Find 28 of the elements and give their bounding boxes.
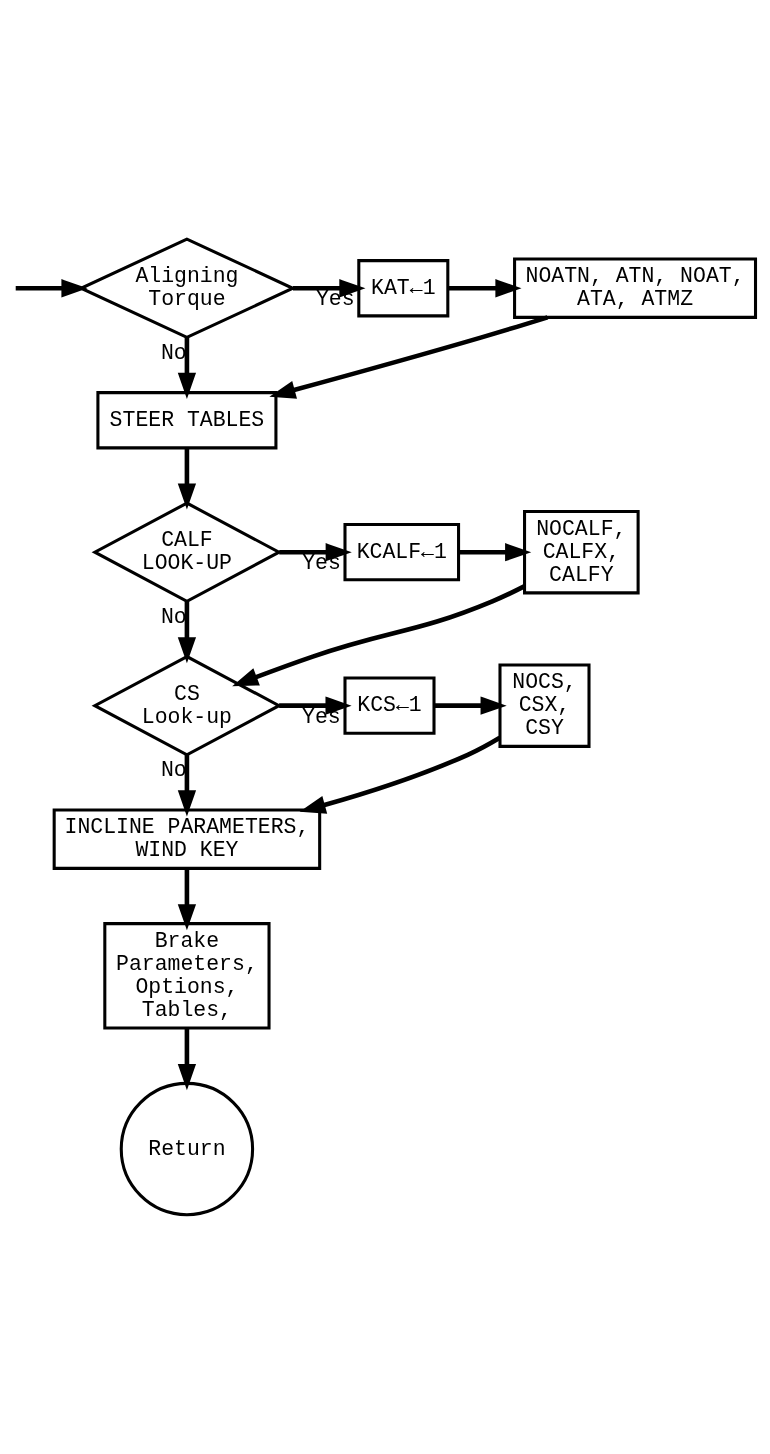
arrow xyxy=(177,601,197,664)
arrow xyxy=(177,337,197,399)
arrow xyxy=(177,448,197,510)
arrow xyxy=(299,735,501,814)
arrow xyxy=(448,279,522,298)
arrow xyxy=(177,1028,197,1091)
arrow xyxy=(232,584,526,687)
node-box: KAT←1 xyxy=(357,259,450,318)
arrow xyxy=(279,696,352,715)
node-box: NOCALF, CALFX, CALFY xyxy=(523,510,640,595)
node-box: Brake Parameters, Options, Tables, xyxy=(103,922,271,1030)
arrow xyxy=(177,755,197,817)
node-box: KCS←1 xyxy=(343,676,436,735)
arrow xyxy=(15,279,88,298)
edge-label: No xyxy=(160,604,187,629)
node-box: STEER TABLES xyxy=(96,391,278,450)
node-box: NOCS, CSX, CSY xyxy=(498,663,591,748)
edge-label: Yes xyxy=(302,704,341,729)
node-circle: Return xyxy=(119,1081,255,1217)
node-box: KCALF←1 xyxy=(343,523,461,582)
arrow xyxy=(177,868,197,931)
node-box: INCLINE PARAMETERS, WIND KEY xyxy=(52,808,322,870)
edge-label: No xyxy=(160,758,187,783)
arrow xyxy=(269,315,549,399)
arrow xyxy=(434,696,507,715)
node-box: NOATN, ATN, NOAT, ATA, ATMZ xyxy=(513,257,758,319)
edge-label: No xyxy=(160,340,187,365)
arrow xyxy=(458,543,532,562)
